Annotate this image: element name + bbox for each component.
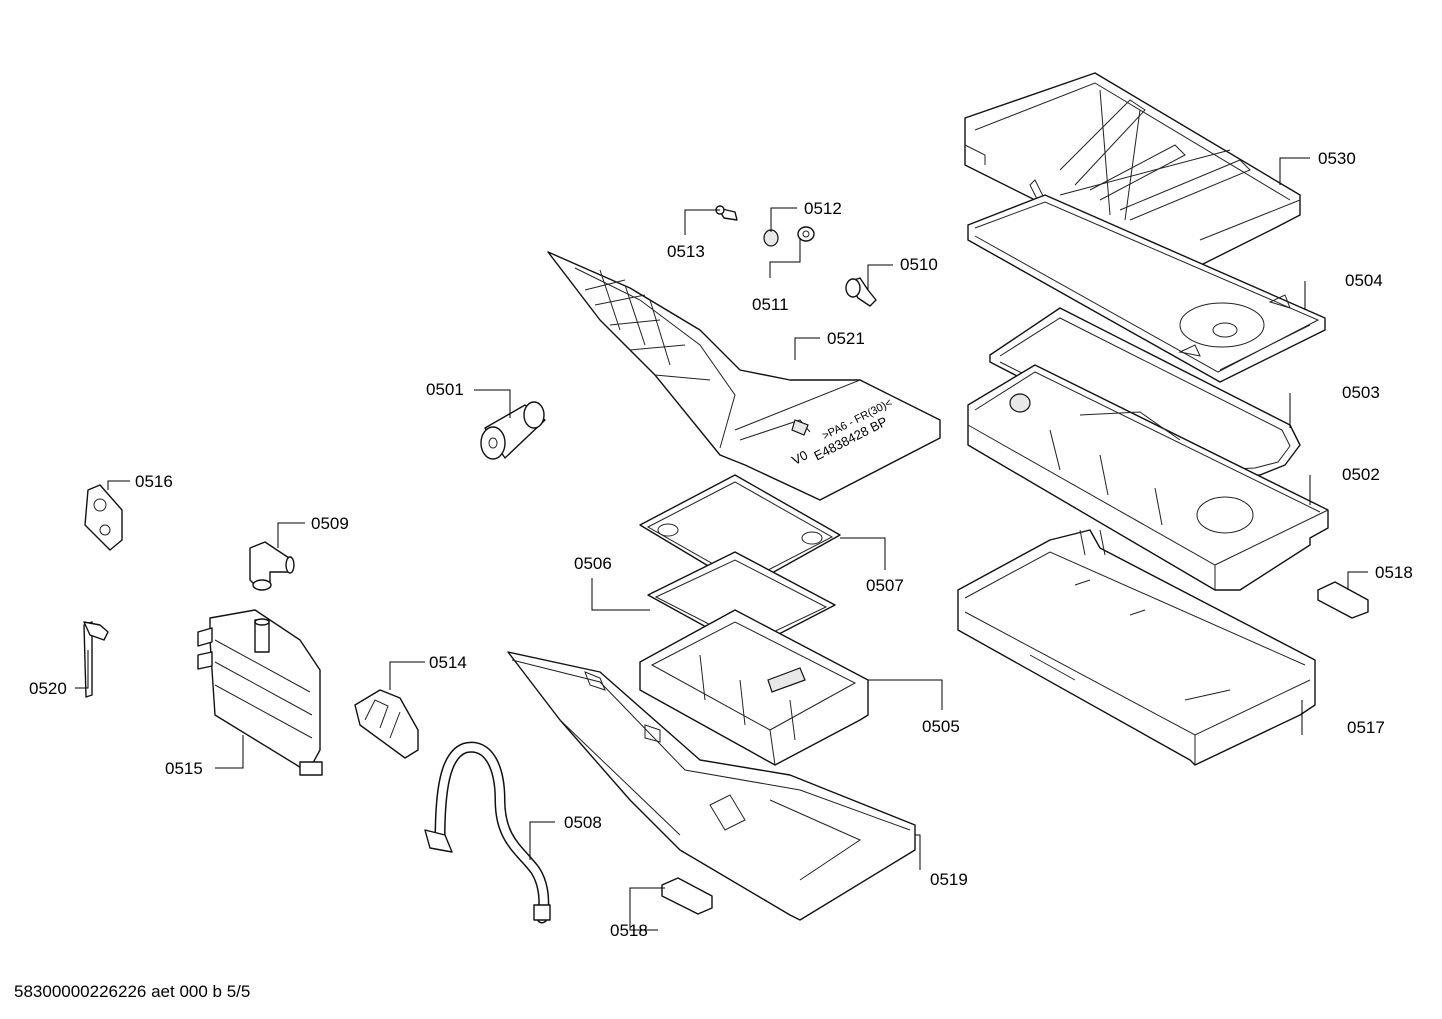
part-0518-connector-right <box>1317 581 1369 619</box>
label-0506: 0506 <box>574 554 612 573</box>
part-0513-screw <box>715 205 738 221</box>
part-0511-bushing <box>797 226 815 242</box>
part-0514-bracket <box>354 689 419 759</box>
label-0515: 0515 <box>165 759 203 778</box>
label-0518-left: 0518 <box>610 921 648 940</box>
part-0516-valve <box>84 484 123 551</box>
label-0507: 0507 <box>866 576 904 595</box>
label-0512: 0512 <box>804 199 842 218</box>
label-0521: 0521 <box>827 329 865 348</box>
part-0508-hose <box>424 741 551 924</box>
part-0504-lid-plate <box>967 194 1326 383</box>
label-0514: 0514 <box>429 653 467 672</box>
part-0501-motor <box>480 401 546 460</box>
label-0520: 0520 <box>29 679 67 698</box>
label-0509: 0509 <box>311 514 349 533</box>
document-footer-id: 58300000226226 aet 000 b 5/5 <box>14 982 251 1001</box>
label-0511: 0511 <box>752 295 789 314</box>
label-0516: 0516 <box>135 472 173 491</box>
label-0508: 0508 <box>564 813 602 832</box>
part-0502-tray-housing <box>967 364 1329 591</box>
part-0517-lower-tray <box>957 529 1316 766</box>
label-0501: 0501 <box>426 380 464 399</box>
label-0530: 0530 <box>1318 149 1356 168</box>
part-0505-frame <box>639 609 869 766</box>
label-0517: 0517 <box>1347 718 1385 737</box>
embossed-text-3: V0 <box>789 447 810 468</box>
part-0518-connector-left <box>661 877 713 915</box>
part-0519-drawer <box>507 651 916 921</box>
part-0521-duct-cover <box>547 251 941 501</box>
label-0510: 0510 <box>900 255 938 274</box>
leader-lines <box>75 157 1368 931</box>
part-0512-spring <box>763 229 779 247</box>
part-0515-heater-block <box>197 609 323 776</box>
label-0505: 0505 <box>922 717 960 736</box>
label-0519: 0519 <box>930 870 968 889</box>
part-0510-elbow-fitting <box>845 277 877 307</box>
label-0502: 0502 <box>1342 465 1380 484</box>
part-0509-elbow <box>249 541 295 591</box>
label-0513: 0513 <box>667 242 705 261</box>
label-0504: 0504 <box>1345 271 1383 290</box>
label-0503: 0503 <box>1342 383 1380 402</box>
label-0518-right: 0518 <box>1375 563 1413 582</box>
